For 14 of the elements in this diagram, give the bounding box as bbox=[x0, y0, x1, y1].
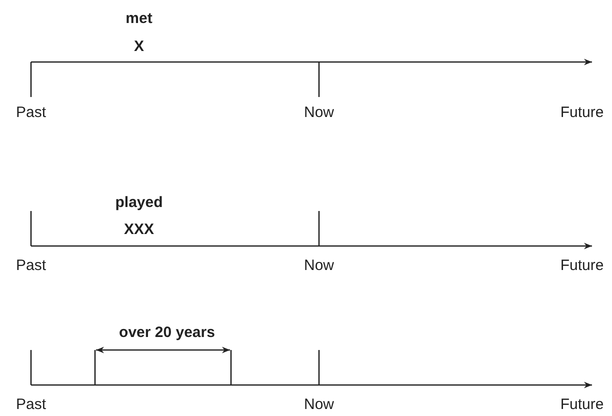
axis-label: Future bbox=[560, 258, 604, 274]
axis-label: Past bbox=[16, 258, 46, 274]
axis-label: Past bbox=[16, 104, 46, 122]
duration-label: over 20 years bbox=[119, 324, 215, 342]
event-mark: XXX bbox=[124, 222, 154, 238]
verb-label: played bbox=[115, 194, 163, 212]
verb-label: met bbox=[126, 10, 152, 28]
axis-label: Future bbox=[560, 396, 604, 414]
axis-label: Now bbox=[304, 104, 334, 122]
axis-label: Now bbox=[304, 258, 334, 274]
event-mark: X bbox=[134, 38, 144, 56]
axis-label: Past bbox=[16, 396, 46, 414]
axis-label: Now bbox=[304, 396, 334, 414]
axis-label: Future bbox=[560, 104, 604, 122]
